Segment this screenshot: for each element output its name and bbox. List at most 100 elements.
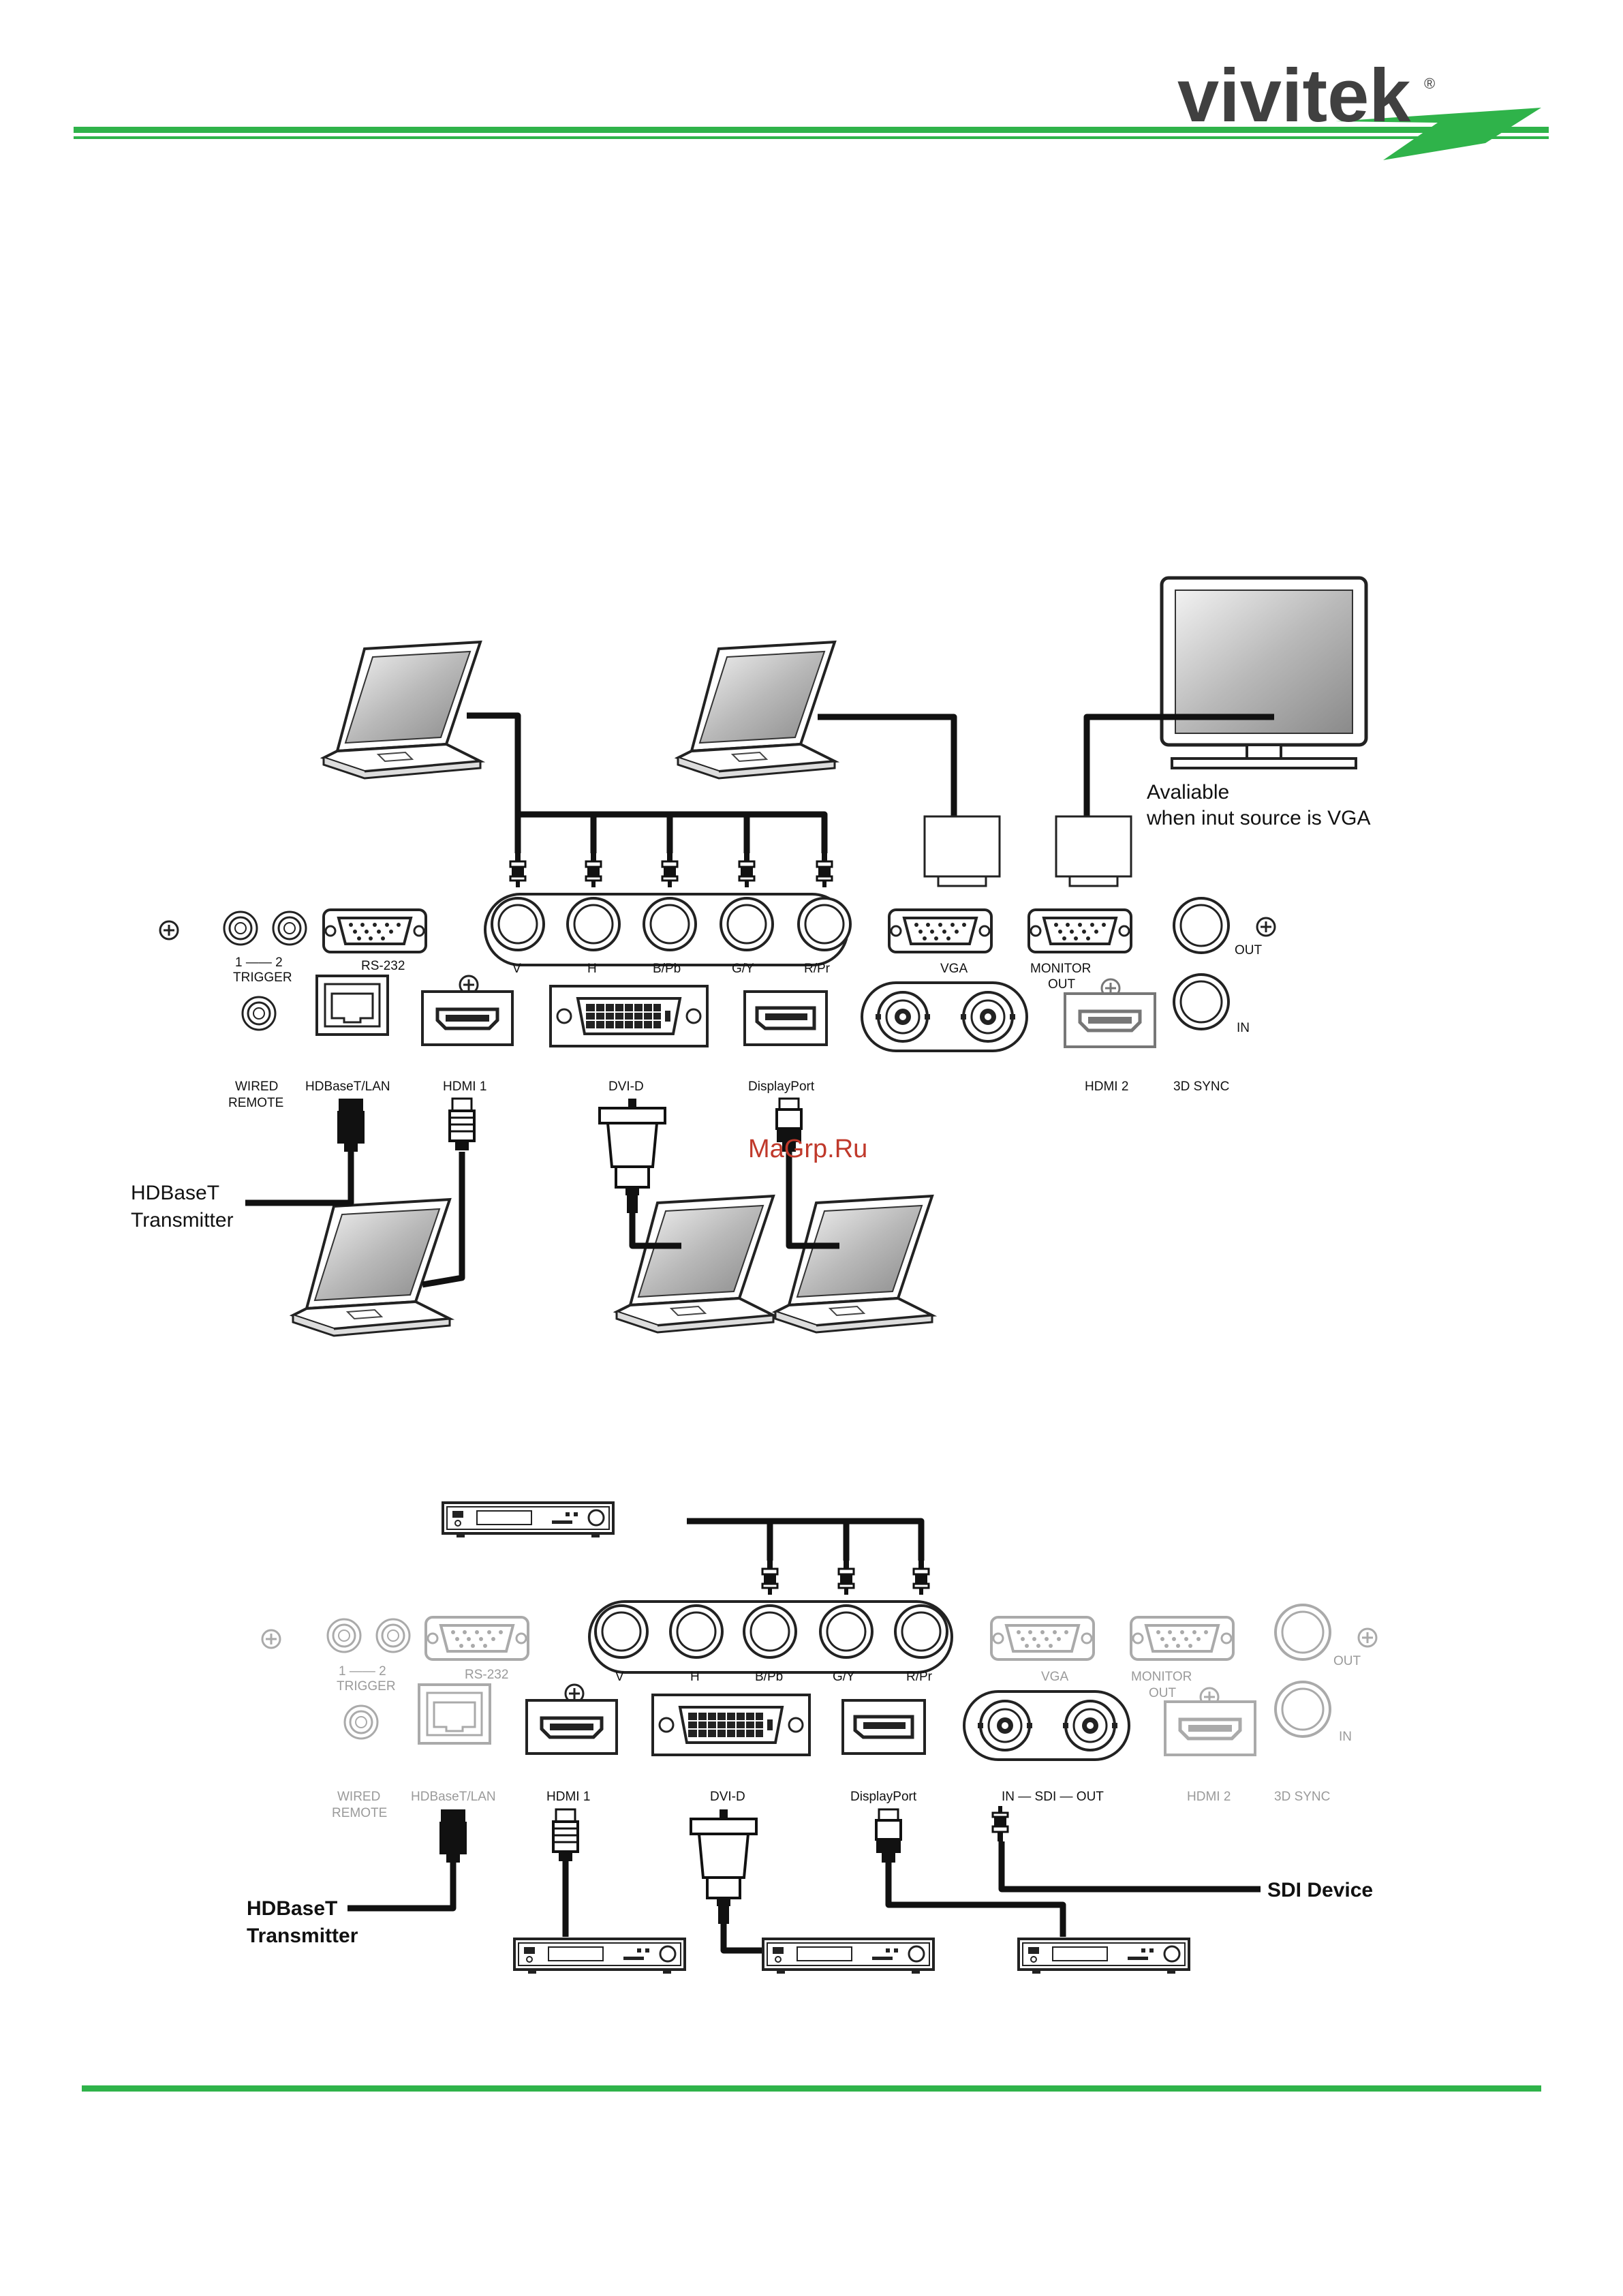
bnc-label-bpb: B/Pb <box>653 962 681 976</box>
displayport-port-icon <box>745 992 826 1045</box>
hdbaset-transmitter-line2: Transmitter <box>247 1925 358 1947</box>
sdi-out-socket-icon <box>1062 1700 1119 1751</box>
brand-logo: vivitek <box>1177 54 1411 138</box>
bnc-label-rpr: R/Pr <box>804 962 831 976</box>
monitor-icon <box>1160 576 1368 769</box>
bnc-rpr-socket-icon <box>894 1604 948 1659</box>
laptop-icon <box>322 641 482 780</box>
header-swoosh <box>1335 108 1541 160</box>
bnc-label-gy: G/Y <box>732 962 754 976</box>
hdbaset-cable <box>347 1861 457 1912</box>
trigger-jack-icon <box>272 910 307 946</box>
sync-in-jack-icon <box>1274 1681 1331 1738</box>
monitor-out-line2: OUT <box>1048 977 1076 992</box>
bnc-gy-socket-icon <box>819 1604 874 1659</box>
header-line-thin <box>74 136 1549 139</box>
rs232-label: RS-232 <box>465 1668 508 1682</box>
bnc-bpb-socket-icon <box>743 1604 797 1659</box>
vga-cable <box>818 714 1274 818</box>
bnc-h-socket-icon <box>566 897 621 951</box>
bnc-label-rpr: R/Pr <box>906 1670 933 1684</box>
sync3d-label: 3D SYNC <box>1173 1080 1229 1094</box>
trigger-label: TRIGGER <box>337 1679 396 1694</box>
bnc-plug-icon <box>661 851 679 889</box>
ground-screw-icon <box>159 920 179 940</box>
hdmi1-label: HDMI 1 <box>443 1080 486 1094</box>
bnc-label-v: V <box>512 962 521 976</box>
bnc-v-socket-icon <box>491 897 545 951</box>
displayport-label: DisplayPort <box>748 1080 815 1094</box>
monitor-out-line2: OUT <box>1149 1686 1177 1700</box>
bnc-v-socket-icon <box>594 1604 649 1659</box>
media-player-icon <box>513 1938 686 1975</box>
hdmi1-port-icon <box>422 992 512 1045</box>
sdi-out-socket-icon <box>959 991 1017 1043</box>
rj45-plug-icon <box>337 1099 365 1152</box>
bnc-label-h: H <box>690 1670 700 1684</box>
displayport-cable <box>885 1861 1066 1937</box>
wired-remote-line2: REMOTE <box>332 1806 387 1820</box>
hdbaset-lan-port-icon <box>418 1683 491 1745</box>
dvid-port-icon <box>651 1694 811 1756</box>
vga-plug-icon <box>1055 815 1132 887</box>
sdi-in-socket-icon <box>874 991 931 1043</box>
hdmi2-label: HDMI 2 <box>1085 1080 1128 1094</box>
media-player-icon <box>1017 1938 1190 1975</box>
component-cable <box>467 712 828 853</box>
hdmi-plug-icon <box>448 1097 476 1152</box>
ground-screw-icon <box>1357 1627 1378 1648</box>
ground-screw-icon <box>1256 917 1276 937</box>
dvi-cable <box>720 1922 763 1954</box>
dvi-plug-icon <box>598 1097 666 1214</box>
hdbaset-lan-port-icon <box>315 975 389 1036</box>
hdbaset-transmitter-line1: HDBaseT <box>247 1897 337 1920</box>
vga-label: VGA <box>1041 1670 1068 1684</box>
sync-in-label: IN <box>1339 1730 1352 1744</box>
trigger-jack-icon <box>375 1618 411 1653</box>
monitor-out-port-icon <box>1027 908 1132 953</box>
bnc-plug-icon <box>912 1558 930 1596</box>
trigger-jack-icon <box>326 1618 362 1653</box>
bnc-label-h: H <box>587 962 597 976</box>
rj45-plug-icon <box>439 1809 467 1863</box>
diagram-top: Avaliable when inut source is VGA 1 —— 2… <box>131 576 1371 1337</box>
hdbaset-lan-label: HDBaseT/LAN <box>305 1080 390 1094</box>
sdi-cable <box>998 1841 1261 1893</box>
laptop-icon <box>774 1195 933 1334</box>
footer-line <box>82 2085 1541 2092</box>
sdi-device-label: SDI Device <box>1267 1879 1373 1901</box>
displayport-label: DisplayPort <box>850 1790 917 1804</box>
dvid-port-icon <box>549 985 709 1047</box>
monitor-note-line1: Avaliable <box>1147 781 1229 803</box>
bnc-plug-icon <box>761 1558 779 1596</box>
bnc-rpr-socket-icon <box>797 897 852 951</box>
wired-remote-jack-icon <box>343 1704 379 1740</box>
bnc-gy-socket-icon <box>720 897 774 951</box>
dvi-cable <box>629 1213 681 1249</box>
hdmi-plug-icon <box>552 1808 579 1863</box>
vga-port-icon <box>888 908 993 953</box>
hdmi2-port-icon <box>1165 1702 1255 1755</box>
rs232-port-icon <box>322 908 427 953</box>
bnc-label-bpb: B/Pb <box>755 1670 783 1684</box>
bnc-plug-icon <box>738 851 756 889</box>
laptop-icon <box>677 641 836 780</box>
connector-panel-top: 1 —— 2 TRIGGER RS-232 WIRED REMOTE HDBas… <box>159 893 1276 1110</box>
hdmi2-port-icon <box>1065 994 1155 1047</box>
bnc-label-gy: G/Y <box>833 1670 855 1684</box>
vga-label: VGA <box>940 962 968 976</box>
displayport-port-icon <box>843 1700 925 1754</box>
sync-in-jack-icon <box>1173 973 1230 1030</box>
trigger-numbers: 1 —— 2 <box>235 955 283 970</box>
trigger-label: TRIGGER <box>233 970 292 985</box>
watermark: MaGrp.Ru <box>748 1135 867 1163</box>
rs232-port-icon <box>424 1616 529 1661</box>
sync-out-jack-icon <box>1173 897 1230 954</box>
monitor-out-port-icon <box>1130 1616 1235 1661</box>
sdi-label: IN — SDI — OUT <box>1002 1790 1104 1804</box>
sync3d-label: 3D SYNC <box>1274 1790 1330 1804</box>
bnc-plug-icon <box>837 1558 855 1596</box>
dp-plug-icon <box>875 1808 902 1864</box>
wired-remote-jack-icon <box>241 996 277 1031</box>
